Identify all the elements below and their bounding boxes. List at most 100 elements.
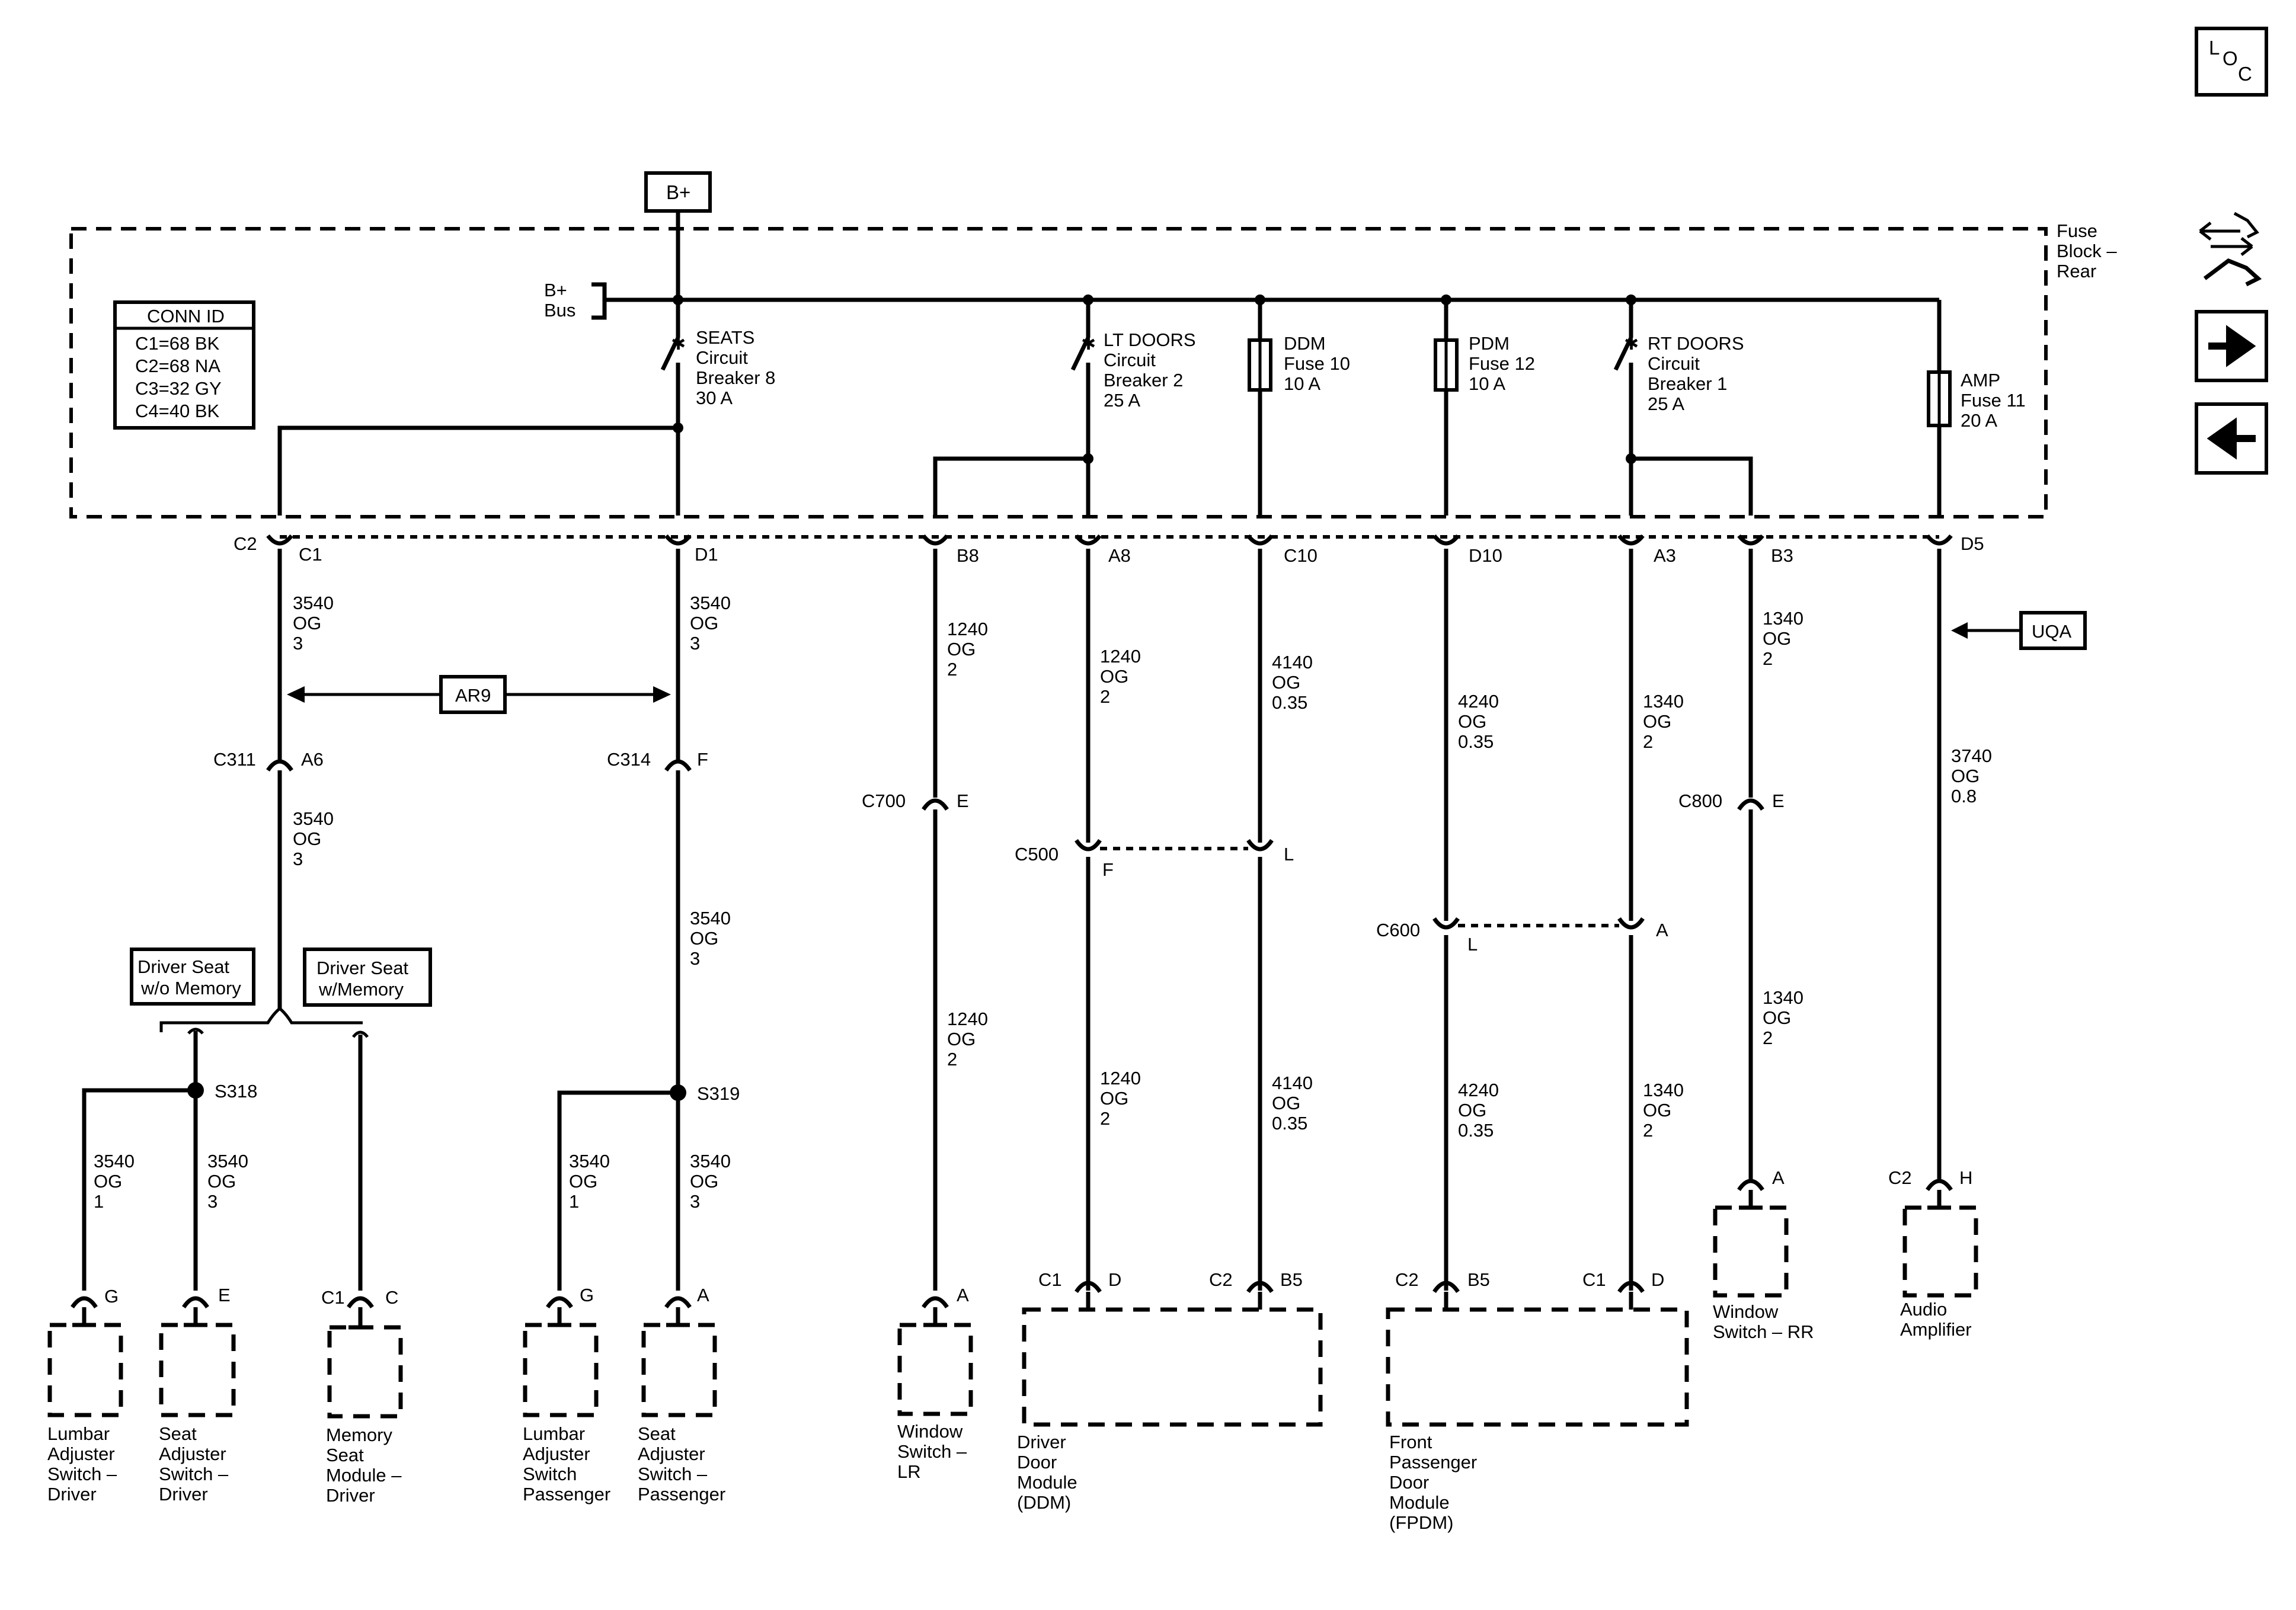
svg-text:OG: OG xyxy=(1763,1007,1791,1028)
svg-text:A: A xyxy=(957,1285,969,1305)
svg-text:Circuit: Circuit xyxy=(1648,353,1700,374)
component-lumbar-adjuster-passenger: Lumbar Adjuster Switch Passenger xyxy=(523,1323,610,1505)
svg-text:1240: 1240 xyxy=(947,619,988,639)
ar9-reference: AR9 xyxy=(287,675,671,714)
svg-text:3: 3 xyxy=(293,633,303,654)
svg-text:Bus: Bus xyxy=(544,300,575,321)
svg-text:Audio: Audio xyxy=(1900,1299,1947,1320)
svg-text:2: 2 xyxy=(1763,1028,1773,1048)
next-arrow-button[interactable] xyxy=(2195,310,2268,382)
svg-text:30 A: 30 A xyxy=(696,388,733,408)
svg-text:Adjuster: Adjuster xyxy=(47,1443,115,1464)
svg-text:A: A xyxy=(697,1285,709,1305)
svg-text:10 A: 10 A xyxy=(1284,373,1320,394)
svg-text:4240: 4240 xyxy=(1458,1080,1499,1100)
svg-text:A: A xyxy=(1656,920,1668,940)
svg-text:A: A xyxy=(1772,1167,1785,1188)
svg-text:3: 3 xyxy=(690,1191,700,1212)
uqa-reference: UQA xyxy=(1951,611,2087,650)
svg-text:C: C xyxy=(385,1287,398,1308)
svg-text:C2: C2 xyxy=(234,533,257,554)
component-terminals xyxy=(71,1179,1953,1330)
conn-id-table: CONN ID C1=68 BK C2=68 NA C3=32 GY C4=40… xyxy=(113,300,255,430)
component-driver-door-module: Driver Door Module (DDM) xyxy=(1017,1307,1323,1513)
svg-text:3: 3 xyxy=(690,948,700,969)
svg-text:C3=32 GY: C3=32 GY xyxy=(135,378,222,399)
svg-text:25 A: 25 A xyxy=(1648,393,1684,414)
rt-doors-circuit-breaker: ✱ RT DOORS Circuit Breaker 1 25 A xyxy=(1613,300,1744,516)
c500-inline-connector: C500 F L xyxy=(1015,838,1294,880)
svg-text:Switch –: Switch – xyxy=(638,1464,708,1484)
svg-text:Door: Door xyxy=(1389,1472,1429,1493)
svg-text:Amplifier: Amplifier xyxy=(1900,1319,1972,1340)
loc-button[interactable]: L O C xyxy=(2195,27,2268,97)
wire-label-d1: 3540 OG 3 xyxy=(690,593,731,654)
svg-text:2: 2 xyxy=(1763,648,1773,669)
svg-text:C1: C1 xyxy=(1582,1269,1606,1290)
svg-text:CONN ID: CONN ID xyxy=(147,306,225,327)
svg-text:F: F xyxy=(697,749,708,770)
svg-text:C600: C600 xyxy=(1376,920,1420,940)
component-front-passenger-door-module: Front Passenger Door Module (FPDM) xyxy=(1386,1307,1689,1533)
previous-arrow-button[interactable] xyxy=(2195,402,2268,475)
svg-text:OG: OG xyxy=(1100,666,1128,687)
svg-text:S319: S319 xyxy=(697,1083,740,1104)
wrench-pliers-icon[interactable] xyxy=(2199,212,2262,287)
svg-text:C4=40 BK: C4=40 BK xyxy=(135,401,220,421)
wire-label-a3: 1340 OG 2 xyxy=(1643,691,1684,752)
svg-text:Switch –: Switch – xyxy=(47,1464,117,1484)
fuse-block-label: Fuse Block – Rear xyxy=(2057,220,2117,281)
svg-text:OG: OG xyxy=(569,1171,597,1192)
wire-label-c311: 3540 OG 3 xyxy=(293,808,334,869)
svg-text:Seat: Seat xyxy=(326,1445,364,1465)
wire-label-a8: 1240 OG 2 xyxy=(1100,646,1141,707)
svg-text:OG: OG xyxy=(1458,1100,1486,1121)
svg-text:2: 2 xyxy=(1100,1108,1110,1129)
wire-label-c500-l: 4140 OG 0.35 xyxy=(1272,1073,1313,1134)
svg-text:Rear: Rear xyxy=(2057,261,2096,281)
svg-text:3540: 3540 xyxy=(293,808,334,829)
svg-text:w/o Memory: w/o Memory xyxy=(140,978,241,998)
option-driver-seat-wo-memory: Driver Seat w/o Memory xyxy=(130,948,255,1006)
svg-text:OG: OG xyxy=(1458,711,1486,732)
c311-inline-connector: C311 A6 xyxy=(213,749,324,772)
svg-text:B3: B3 xyxy=(1771,545,1793,566)
svg-text:Fuse 11: Fuse 11 xyxy=(1961,390,2026,411)
svg-text:S318: S318 xyxy=(215,1081,257,1102)
svg-text:3540: 3540 xyxy=(207,1151,248,1172)
svg-text:G: G xyxy=(104,1286,119,1307)
svg-text:3740: 3740 xyxy=(1951,745,1992,766)
svg-text:Circuit: Circuit xyxy=(696,347,748,368)
svg-text:L: L xyxy=(2209,37,2220,59)
svg-text:✱: ✱ xyxy=(1081,334,1096,354)
wire-label-c600-l: 4240 OG 0.35 xyxy=(1458,1080,1499,1141)
svg-text:Fuse: Fuse xyxy=(2057,220,2097,241)
svg-text:Switch –: Switch – xyxy=(159,1464,229,1484)
svg-text:Breaker 1: Breaker 1 xyxy=(1648,373,1727,394)
svg-text:Driver: Driver xyxy=(1017,1432,1066,1452)
svg-text:Lumbar: Lumbar xyxy=(523,1423,585,1444)
svg-text:C2: C2 xyxy=(1888,1167,1912,1188)
ddm-fuse: DDM Fuse 10 10 A xyxy=(1248,300,1350,516)
svg-text:OG: OG xyxy=(1763,628,1791,649)
svg-text:LT DOORS: LT DOORS xyxy=(1104,329,1196,350)
svg-text:C1=68 BK: C1=68 BK xyxy=(135,333,220,354)
svg-text:A3: A3 xyxy=(1654,545,1676,566)
wire-label-c10: 4140 OG 0.35 xyxy=(1272,652,1313,713)
svg-text:3: 3 xyxy=(293,849,303,869)
svg-text:C800: C800 xyxy=(1678,790,1722,811)
wire-label-d5: 3740 OG 0.8 xyxy=(1951,745,1992,806)
svg-text:Switch – RR: Switch – RR xyxy=(1713,1321,1814,1342)
svg-text:E: E xyxy=(957,790,969,811)
svg-text:Switch: Switch xyxy=(523,1464,577,1484)
svg-text:C1: C1 xyxy=(1038,1269,1062,1290)
svg-text:0.35: 0.35 xyxy=(1272,1113,1307,1134)
svg-text:B8: B8 xyxy=(957,545,979,566)
svg-text:Door: Door xyxy=(1017,1452,1057,1473)
wire-label-c700: 1240 OG 2 xyxy=(947,1009,988,1070)
bplus-bus-label: B+ Bus xyxy=(544,280,607,321)
svg-text:D5: D5 xyxy=(1961,533,1984,554)
svg-text:Fuse 12: Fuse 12 xyxy=(1469,353,1535,374)
svg-text:0.35: 0.35 xyxy=(1458,731,1494,752)
svg-text:2: 2 xyxy=(947,659,957,680)
